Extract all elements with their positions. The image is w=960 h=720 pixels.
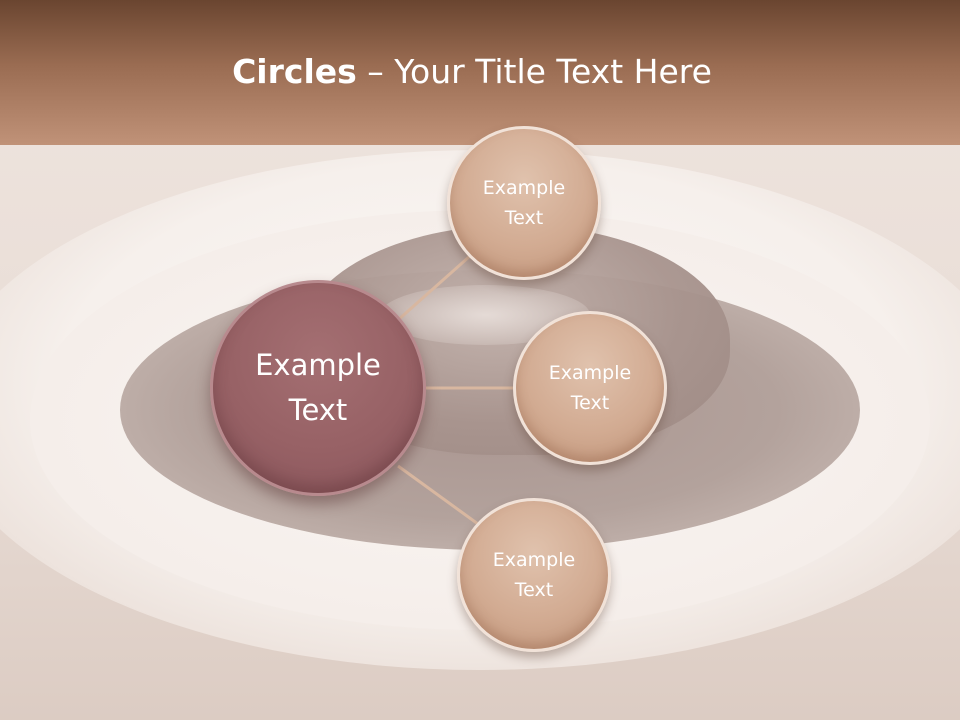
satellite-circle-top[interactable]: Example Text — [447, 126, 601, 280]
title-rest: – Your Title Text Here — [356, 52, 712, 91]
slide-title[interactable]: Circles – Your Title Text Here — [0, 52, 944, 91]
center-circle-line1: Example — [255, 348, 381, 382]
satellite-top-line2: Text — [504, 207, 544, 229]
satellite-bottom-line1: Example — [492, 549, 576, 571]
satellite-bottom-line2: Text — [514, 579, 554, 601]
satellite-middle-line1: Example — [548, 362, 632, 384]
satellite-circle-bottom[interactable]: Example Text — [457, 498, 611, 652]
center-circle[interactable]: Example Text — [210, 280, 426, 496]
satellite-circle-middle[interactable]: Example Text — [513, 311, 667, 465]
satellite-top-line1: Example — [482, 177, 566, 199]
satellite-middle-line2: Text — [570, 392, 610, 414]
title-bold: Circles — [232, 52, 357, 91]
connector-bottom — [397, 464, 479, 526]
connector-top — [397, 254, 471, 322]
center-circle-line2: Text — [288, 393, 348, 427]
title-bar — [0, 0, 960, 145]
